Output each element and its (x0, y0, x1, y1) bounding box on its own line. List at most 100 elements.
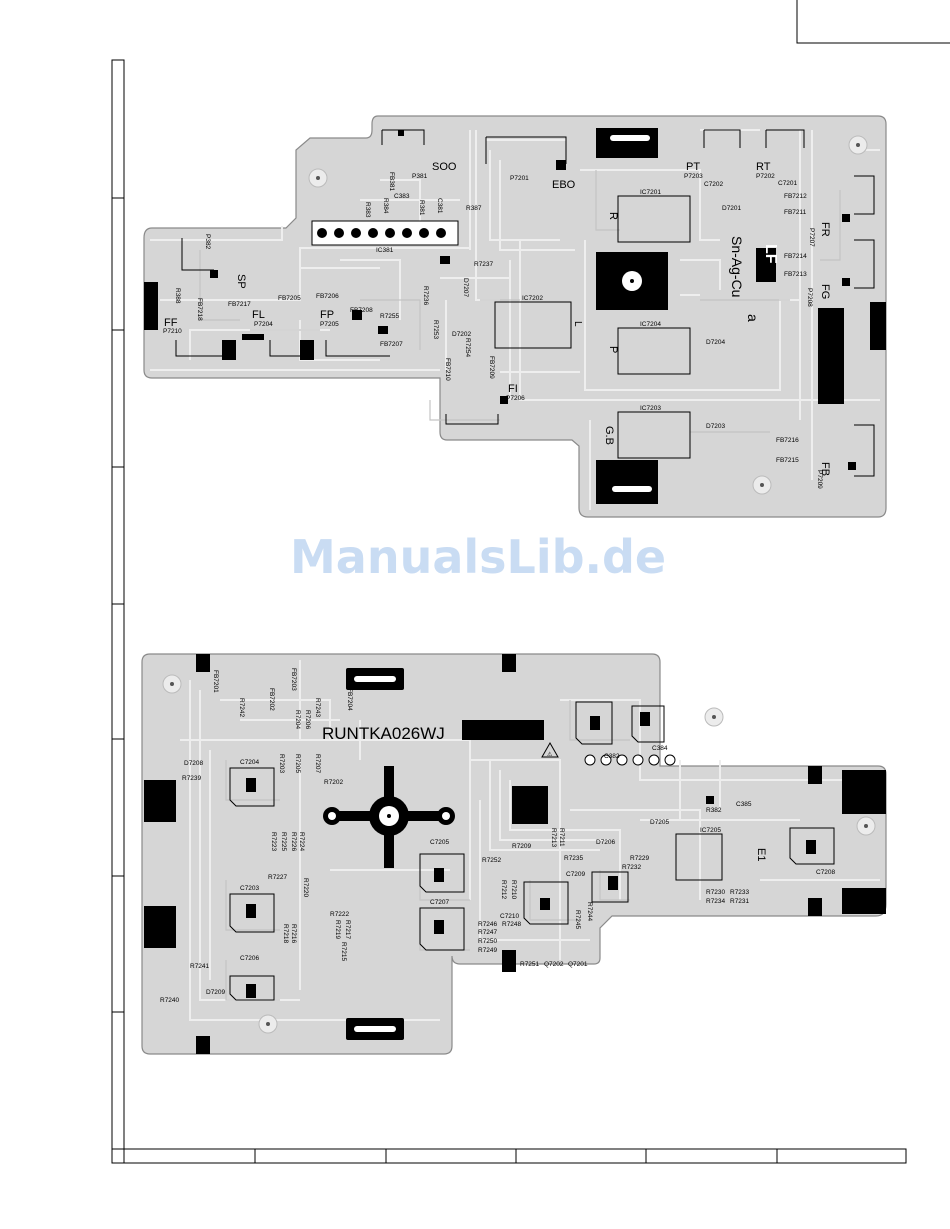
label-r7206: R7206 (304, 710, 311, 730)
label-r381: R381 (418, 200, 425, 216)
label-r7255: R7255 (380, 313, 400, 320)
label-p382: P382 (204, 234, 211, 250)
label-r7217: R7217 (344, 920, 351, 940)
label-ic7201: IC7201 (640, 189, 661, 196)
label-c7206: C7206 (240, 955, 260, 962)
corner-box (796, 0, 950, 44)
board-traces (180, 660, 880, 1021)
label-r7219: R7219 (334, 920, 341, 940)
label-p381: P381 (412, 173, 428, 180)
label-ebo: EBO (552, 179, 576, 191)
label-fb7204: FB7204 (346, 688, 353, 711)
label-c7202: C7202 (704, 181, 724, 188)
ic7201-outline (617, 195, 691, 243)
label-r7210: R7210 (510, 880, 517, 900)
label-r7212: R7212 (500, 880, 507, 900)
lf-badge (756, 248, 774, 282)
label-d7202: D7202 (452, 331, 472, 338)
c382-pads (584, 754, 676, 766)
label-c7204: C7204 (240, 759, 260, 766)
label-ic7205: IC7205 (700, 827, 721, 834)
c7206-outline (229, 975, 275, 1001)
label-r7254: R7254 (464, 338, 471, 358)
c7204-outline (229, 767, 275, 807)
label-r7218: R7218 (282, 924, 289, 944)
label-fb7210: FB7210 (444, 358, 451, 381)
label-r7237: R7237 (474, 261, 494, 268)
page-frame (111, 0, 950, 1164)
c7208-outline (789, 827, 835, 865)
label-fb7215: FB7215 (776, 457, 799, 464)
label-part-number: RUNTKA026WJ (322, 724, 445, 743)
ic381-pins (317, 228, 446, 238)
frame-bottom-strip (111, 1148, 907, 1164)
connector-outlines (175, 129, 875, 477)
label-r7240: R7240 (160, 997, 180, 1004)
label-r382: R382 (706, 807, 722, 814)
label-r384: R384 (382, 198, 389, 214)
label-p7206: P7206 (506, 395, 525, 402)
label-r7211: R7211 (558, 828, 565, 847)
label-c7209: C7209 (566, 871, 586, 878)
label-ic7202: IC7202 (522, 295, 543, 302)
label-r7230: R7230 (706, 889, 726, 896)
heatsink-cross (323, 766, 455, 868)
label-fb7208: FB7208 (350, 307, 373, 314)
label-r7215: R7215 (340, 942, 347, 962)
label-c7201: C7201 (778, 180, 798, 187)
label-p7205: P7205 (320, 321, 339, 328)
label-r7235: R7235 (564, 855, 584, 862)
label-c7203: C7203 (240, 885, 260, 892)
label-c381: C381 (436, 198, 443, 214)
label-p7207: P7207 (808, 228, 815, 247)
label-c7205: C7205 (430, 839, 450, 846)
label-fb7201: FB7201 (212, 670, 219, 693)
ic7202-outline (494, 301, 572, 349)
slot-holes (610, 135, 652, 492)
watermark-text: ManualsLib.de (290, 530, 667, 584)
label-fb381: FB381 (388, 172, 395, 192)
label-r7251: R7251 (520, 961, 540, 968)
label-r7231: R7231 (730, 898, 750, 905)
label-sp: SP (235, 274, 247, 289)
label-pt: PT (686, 161, 700, 173)
label-r7247: R7247 (478, 929, 498, 936)
label-fb7218: FB7218 (196, 298, 203, 321)
label-r7248: R7248 (502, 921, 522, 928)
label-r7234: R7234 (706, 898, 726, 905)
label-r7229: R7229 (630, 855, 650, 862)
frame-left-margin (111, 59, 125, 1164)
label-p-ic7204: P (607, 346, 619, 353)
label-p7210: P7210 (163, 328, 182, 335)
label-c7210: C7210 (500, 913, 520, 920)
label-fb7212: FB7212 (784, 193, 807, 200)
label-r7216: R7216 (290, 924, 297, 944)
label-d7207: D7207 (462, 278, 469, 298)
label-c7208: C7208 (816, 869, 836, 876)
label-c385: C385 (736, 801, 752, 808)
label-ic381: IC381 (376, 247, 394, 254)
label-gb: G.B (603, 426, 615, 445)
label-c384: C384 (652, 745, 668, 752)
label-fb7216: FB7216 (776, 437, 799, 444)
label-rt: RT (756, 161, 771, 173)
c7203-outline (229, 893, 275, 933)
label-ic7203: IC7203 (640, 405, 661, 412)
label-fb7211: FB7211 (784, 209, 807, 216)
label-r7236: R7236 (422, 286, 429, 306)
label-r7205: R7205 (294, 754, 301, 774)
label-r7204: R7204 (294, 710, 301, 730)
label-r7249: R7249 (478, 947, 498, 954)
label-d7201: D7201 (722, 205, 742, 212)
label-r7224: R7224 (298, 832, 305, 852)
label-r383: R383 (364, 202, 371, 218)
label-fi: FI (508, 383, 518, 395)
label-r7252: R7252 (482, 857, 502, 864)
mounting-holes (162, 674, 876, 1034)
label-r7226: R7226 (290, 832, 297, 852)
label-r7220: R7220 (302, 878, 309, 898)
label-d7206: D7206 (596, 839, 616, 846)
label-fb7217: FB7217 (228, 301, 251, 308)
label-p7203: P7203 (684, 173, 703, 180)
